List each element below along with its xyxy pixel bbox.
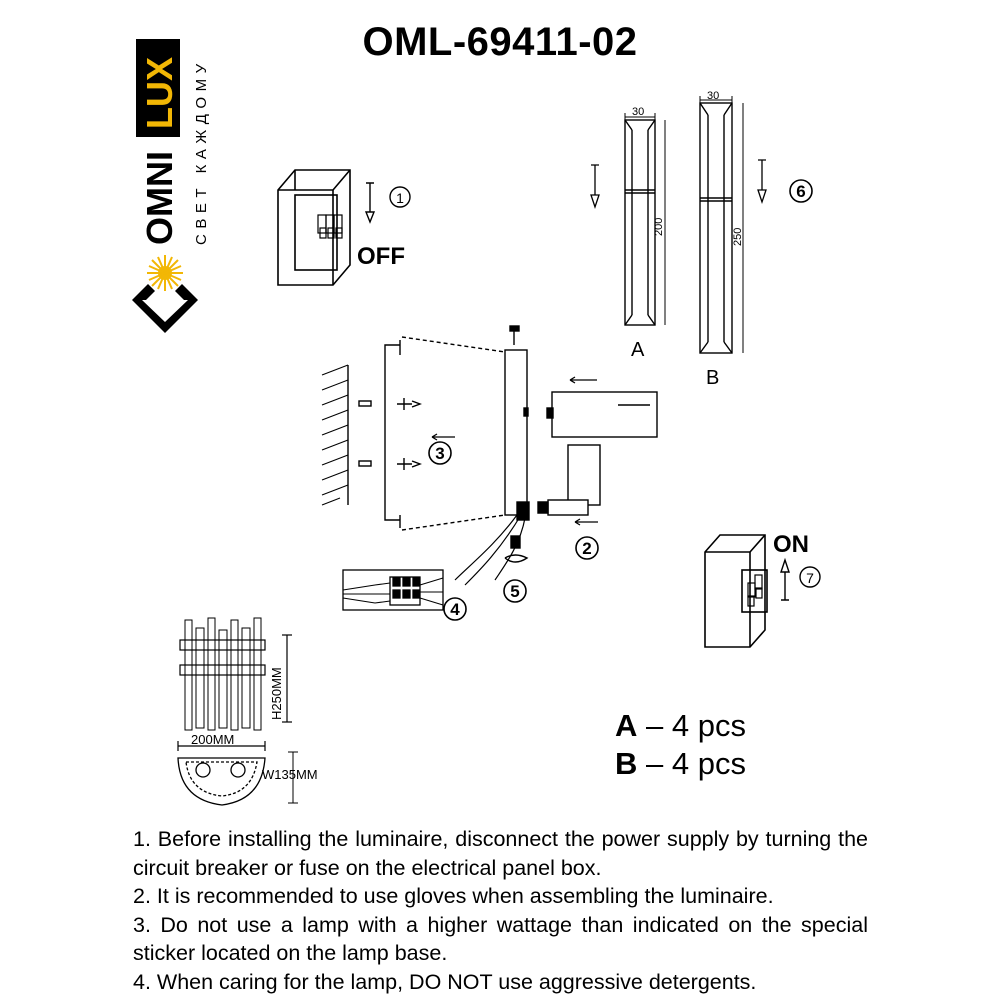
breaker-off-illustration (277, 169, 376, 286)
part-b-width: 30 (707, 90, 719, 102)
step-5-number: 5 (510, 582, 519, 601)
note-item: 3. Do not use a lamp with a higher watta… (133, 912, 868, 966)
part-b-label: B (706, 367, 719, 389)
brand-word-omni: OMNI (139, 151, 180, 245)
step-1-badge (389, 186, 411, 208)
sun-icon (147, 255, 183, 291)
quantity-b: B – 4 pcs (615, 746, 746, 781)
part-a-illustration (590, 113, 666, 326)
part-a-width: 30 (632, 106, 644, 118)
product-front-view (177, 617, 292, 751)
step-3-badge (428, 441, 452, 465)
dimension-height: H250MM (269, 667, 284, 720)
step-7-badge (799, 566, 821, 588)
safety-notes: 1. Before installing the luminaire, disc… (133, 825, 868, 996)
step-2-badge (575, 536, 599, 560)
step-6-number: 6 (796, 182, 805, 201)
breaker-on-illustration (704, 534, 790, 648)
step-3-number: 3 (435, 444, 444, 463)
step-1-number: 1 (396, 190, 404, 206)
page-title: OML-69411-02 (362, 20, 638, 64)
brand-word-lux: LUX (139, 57, 180, 129)
quantity-a: A – 4 pcs (615, 708, 746, 743)
off-label: OFF (357, 243, 405, 270)
brand-logo: OMNI LUX СВЕТ КАЖДОМУ (132, 39, 210, 333)
dimension-width: 200MM (191, 732, 234, 747)
product-top-view (177, 751, 298, 806)
brand-tagline: СВЕТ КАЖДОМУ (193, 58, 210, 245)
terminal-block-illustration (342, 569, 444, 611)
step-6-badge (789, 179, 813, 203)
dimension-depth: W135MM (262, 767, 318, 782)
brand-lux-box (136, 39, 180, 137)
step-5-badge (503, 579, 527, 603)
part-b-length: 250 (732, 228, 744, 246)
on-label: ON (773, 531, 809, 558)
note-item: 1. Before installing the luminaire, disc… (133, 827, 868, 880)
part-a-label: A (631, 339, 645, 361)
part-b-illustration (699, 96, 767, 354)
step-2-number: 2 (582, 539, 591, 558)
note-item: 2. It is recommended to use gloves when … (133, 884, 774, 908)
note-item: 4. When caring for the lamp, DO NOT use … (133, 969, 757, 994)
step-7-number: 7 (806, 570, 814, 586)
step-4-badge (443, 597, 467, 621)
part-a-length: 200 (653, 218, 665, 236)
step-4-number: 4 (450, 600, 460, 619)
wall-mounting-illustration (321, 325, 658, 586)
